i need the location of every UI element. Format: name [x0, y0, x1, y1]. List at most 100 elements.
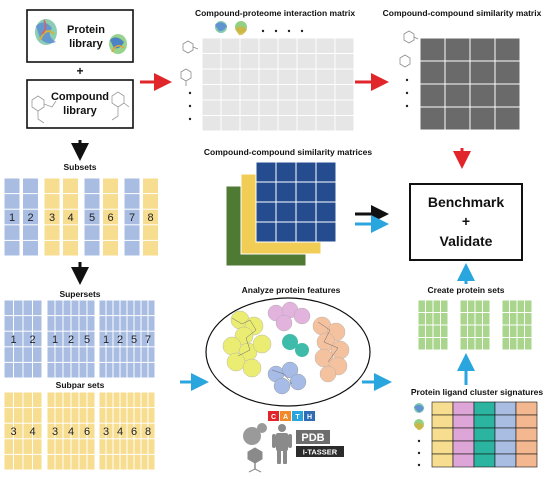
subset-4-label: 4 — [67, 212, 73, 224]
signature-cell — [473, 427, 496, 442]
yellow-cluster — [222, 310, 272, 378]
cath-letter-c: C — [271, 414, 276, 421]
subset-1-label: 1 — [9, 212, 15, 224]
cath-logo: C A T H — [268, 411, 315, 421]
interaction-matrix-grid — [201, 37, 355, 132]
protein-set-a-cell — [425, 312, 434, 326]
superset-1-column — [32, 299, 43, 379]
stack-blue-cell — [275, 181, 297, 203]
interaction-cell — [296, 53, 317, 70]
subset-5-column — [83, 177, 101, 257]
interaction-cell — [201, 115, 222, 132]
signature-cell — [515, 440, 538, 455]
ligand-signatures-title: Protein ligand cluster signatures — [411, 387, 544, 397]
similarity-matrices-title: Compound-compound similarity matrices — [204, 147, 372, 157]
protein-set-b-cell — [482, 299, 491, 313]
similarity-cell — [494, 60, 521, 85]
stack-blue-layer — [255, 161, 337, 243]
stack-blue-cell — [295, 201, 317, 223]
stack-blue-cell — [315, 181, 337, 203]
interaction-cell — [334, 53, 355, 70]
protein-set-c-cell — [501, 337, 510, 351]
protein-set-b-cell — [467, 324, 476, 338]
protein-set-b-cell — [459, 337, 468, 351]
subset-5-label: 5 — [89, 212, 95, 224]
analyze-features-title: Analyze protein features — [242, 285, 341, 295]
interaction-cell — [315, 68, 336, 85]
plus-sign: + — [76, 64, 83, 78]
pdb-logo: PDB — [296, 430, 330, 444]
cath-letter-t: T — [295, 414, 300, 421]
protein-set-b-cell — [474, 337, 483, 351]
superset-number: 5 — [131, 334, 137, 346]
subset-3-column — [43, 177, 61, 257]
signature-cell — [515, 401, 538, 416]
subpar-set-number: 3 — [10, 426, 16, 438]
signature-cell — [515, 414, 538, 429]
signature-cell — [452, 440, 475, 455]
subset-4-column — [62, 177, 79, 257]
protein-set-b-cell — [474, 299, 483, 313]
similarity-cell — [419, 37, 446, 62]
subset-2-label: 2 — [27, 212, 33, 224]
subpar-set-3-column — [147, 391, 156, 471]
subpar-set-number: 4 — [117, 426, 123, 438]
subpar-set-number: 4 — [29, 426, 35, 438]
similarity-cell — [419, 106, 446, 131]
pink-cluster — [267, 301, 311, 332]
protein-set-c-cell — [501, 299, 510, 313]
interaction-cell — [258, 53, 279, 70]
similarity-cell — [494, 83, 521, 108]
signature-cell — [494, 453, 517, 468]
cluster-bonds — [231, 317, 339, 385]
protein-set-b-cell — [467, 337, 476, 351]
compound-row-icons — [180, 40, 199, 86]
benchmark-validate-box: Benchmark + Validate — [409, 183, 523, 261]
subpar-set-2-column — [86, 391, 96, 471]
benchmark-plus-text: + — [462, 213, 470, 229]
signature-cell — [452, 401, 475, 416]
benchmark-text: Benchmark — [428, 194, 504, 210]
interaction-cell — [201, 84, 222, 101]
protein-set-a-cell — [417, 299, 426, 313]
subpar-set-number: 4 — [68, 426, 74, 438]
interaction-cell — [315, 37, 336, 54]
cath-letter-h: H — [307, 414, 312, 421]
signature-cell — [515, 453, 538, 468]
itasser-text: I-TASSER — [303, 448, 338, 457]
signature-cell — [473, 401, 496, 416]
interaction-cell — [220, 84, 241, 101]
signature-cell — [431, 453, 454, 468]
similarity-matrix-grid — [419, 37, 521, 131]
interaction-cell — [239, 84, 260, 101]
signature-cell — [494, 440, 517, 455]
superset-number: 2 — [29, 334, 35, 346]
subpar-set-number: 6 — [84, 426, 90, 438]
stack-blue-cell — [255, 181, 277, 203]
similarity-matrices-stack — [225, 161, 337, 267]
interaction-cell — [296, 99, 317, 116]
superset-number: 1 — [10, 334, 16, 346]
protein-set-a-cell — [417, 312, 426, 326]
protein-set-b-cell — [467, 299, 476, 313]
interaction-cell — [201, 53, 222, 70]
similarity-cell — [444, 60, 471, 85]
interaction-cell — [220, 68, 241, 85]
create-protein-sets-title: Create protein sets — [428, 285, 505, 295]
signature-cell — [452, 414, 475, 429]
interaction-cell — [258, 68, 279, 85]
protein-header-icons — [215, 21, 304, 36]
similarity-cell — [419, 60, 446, 85]
protein-set-a-cell — [417, 324, 426, 338]
virus-silhouette-icon — [247, 447, 263, 473]
interaction-cell — [296, 84, 317, 101]
superset-number: 7 — [145, 334, 151, 346]
stack-blue-cell — [255, 201, 277, 223]
similarity-cell — [494, 106, 521, 131]
protein-set-c-cell — [509, 324, 518, 338]
similarity-cell — [469, 83, 496, 108]
